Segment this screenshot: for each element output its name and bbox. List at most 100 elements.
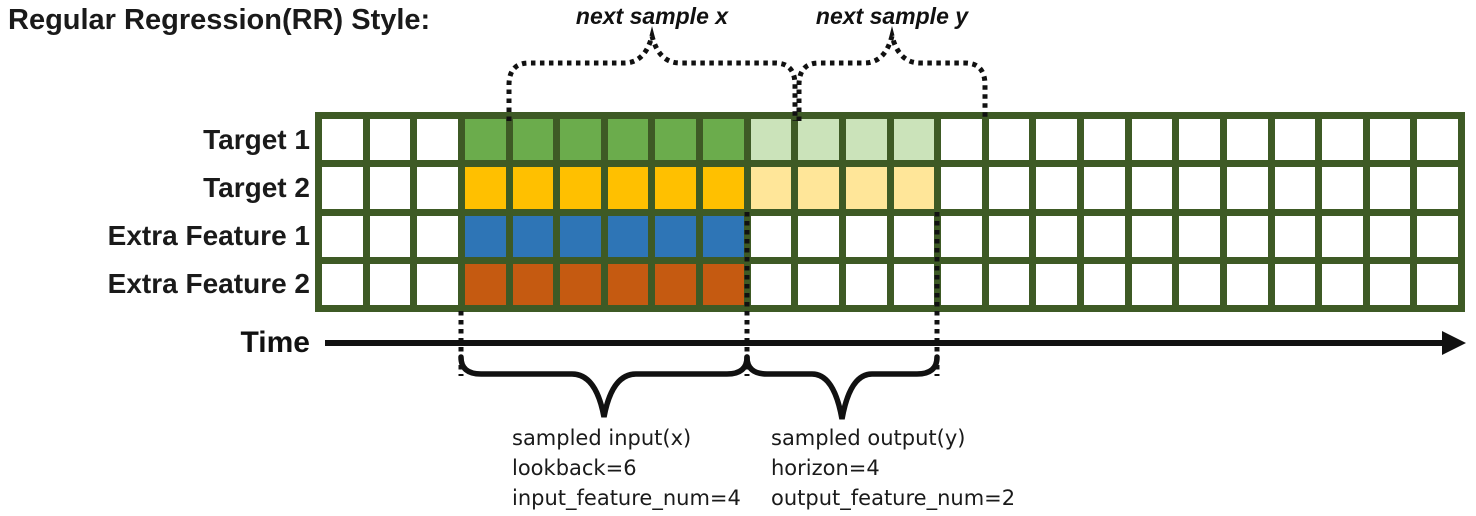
grid-cell <box>798 119 839 161</box>
grid-cell <box>322 263 363 305</box>
grid-cell <box>845 167 887 209</box>
grid-cell <box>1036 215 1077 257</box>
grid-cell <box>1179 119 1220 161</box>
grid-cell <box>1036 119 1077 161</box>
sampled-input-annotation: sampled input(x) lookback=6 input_featur… <box>512 423 741 513</box>
sampled-output-brace <box>744 354 940 420</box>
grid-cell <box>703 263 744 305</box>
grid-cell <box>369 215 411 257</box>
grid-cell <box>369 263 411 305</box>
row-label-extra-feature-1: Extra Feature 1 <box>107 220 310 251</box>
grid-cell <box>322 167 363 209</box>
row-label-target-1: Target 1 <box>203 124 310 155</box>
grid-cell <box>750 215 792 257</box>
grid-cell <box>369 167 411 209</box>
grid-cell <box>607 263 649 305</box>
grid-cell <box>512 167 554 209</box>
grid-cell <box>1274 263 1316 305</box>
grid-cell <box>798 215 839 257</box>
grid-cell <box>1369 263 1411 305</box>
horizon-value: horizon=4 <box>771 456 880 480</box>
grid-cell <box>1131 215 1173 257</box>
grid-cell <box>655 119 696 161</box>
next-sample-x-label: next sample x <box>575 3 729 29</box>
grid-cell <box>1131 263 1173 305</box>
grid-cell <box>750 167 792 209</box>
grid-cell <box>464 119 506 161</box>
grid-cell <box>655 167 696 209</box>
grid-cell <box>893 263 935 305</box>
grid-cell <box>1274 119 1316 161</box>
grid-cell <box>464 263 506 305</box>
grid-cell <box>703 119 744 161</box>
grid-cell <box>941 263 982 305</box>
sampled-output-title: sampled output(y) <box>771 426 966 450</box>
grid-cell <box>417 119 458 161</box>
grid-cell <box>988 263 1030 305</box>
grid-cell <box>369 119 411 161</box>
grid-cell <box>1084 167 1125 209</box>
grid-cell <box>1084 215 1125 257</box>
input-feature-num-value: input_feature_num=4 <box>512 486 741 510</box>
grid-cell <box>1417 263 1458 305</box>
grid-cell <box>322 215 363 257</box>
grid-cell <box>1179 215 1220 257</box>
grid-cell <box>703 167 744 209</box>
grid-cell <box>750 263 792 305</box>
grid-cell <box>464 167 506 209</box>
grid-cell <box>417 167 458 209</box>
row-label-extra-feature-2: Extra Feature 2 <box>107 268 310 299</box>
grid-cell <box>893 215 935 257</box>
grid-cell <box>1226 215 1268 257</box>
grid-cell <box>655 263 696 305</box>
grid-cell <box>1322 215 1363 257</box>
grid-cell <box>1084 263 1125 305</box>
time-grid <box>315 112 1465 312</box>
grid-cell <box>988 215 1030 257</box>
grid-cell <box>941 167 982 209</box>
grid-cell <box>893 119 935 161</box>
grid-cell <box>512 119 554 161</box>
grid-cell <box>1226 119 1268 161</box>
time-axis-label: Time <box>240 326 310 359</box>
grid-cell <box>1369 119 1411 161</box>
grid-cell <box>655 215 696 257</box>
grid-cell <box>1084 119 1125 161</box>
grid-cell <box>845 119 887 161</box>
grid-cell <box>1036 263 1077 305</box>
grid-cell <box>941 215 982 257</box>
grid-cell <box>1274 167 1316 209</box>
grid-cell <box>845 215 887 257</box>
grid-cell <box>1369 167 1411 209</box>
time-axis-arrowhead <box>1442 331 1466 355</box>
grid-cell <box>560 263 601 305</box>
grid-cell <box>1322 119 1363 161</box>
grid-cell <box>560 119 601 161</box>
grid-cell <box>1417 119 1458 161</box>
grid-cell <box>1131 167 1173 209</box>
grid-cell <box>417 215 458 257</box>
grid-cell <box>607 119 649 161</box>
grid-cell <box>417 263 458 305</box>
grid-cell <box>988 167 1030 209</box>
lookback-value: lookback=6 <box>512 456 637 480</box>
grid-cell <box>607 167 649 209</box>
grid-cell <box>1322 263 1363 305</box>
grid-cell <box>1226 167 1268 209</box>
grid-cell <box>798 263 839 305</box>
sampled-output-annotation: sampled output(y) horizon=4 output_featu… <box>771 423 1015 513</box>
grid-cell <box>1369 215 1411 257</box>
grid-cell <box>464 215 506 257</box>
grid-cell <box>560 215 601 257</box>
grid-cell <box>845 263 887 305</box>
grid-cell <box>1417 167 1458 209</box>
grid-cell <box>703 215 744 257</box>
grid-cell <box>750 119 792 161</box>
grid-cell <box>1322 167 1363 209</box>
sampled-input-title: sampled input(x) <box>512 426 692 450</box>
grid-cell <box>512 263 554 305</box>
grid-cell <box>1179 167 1220 209</box>
grid-cell <box>607 215 649 257</box>
next-sample-x-brace <box>506 26 798 121</box>
